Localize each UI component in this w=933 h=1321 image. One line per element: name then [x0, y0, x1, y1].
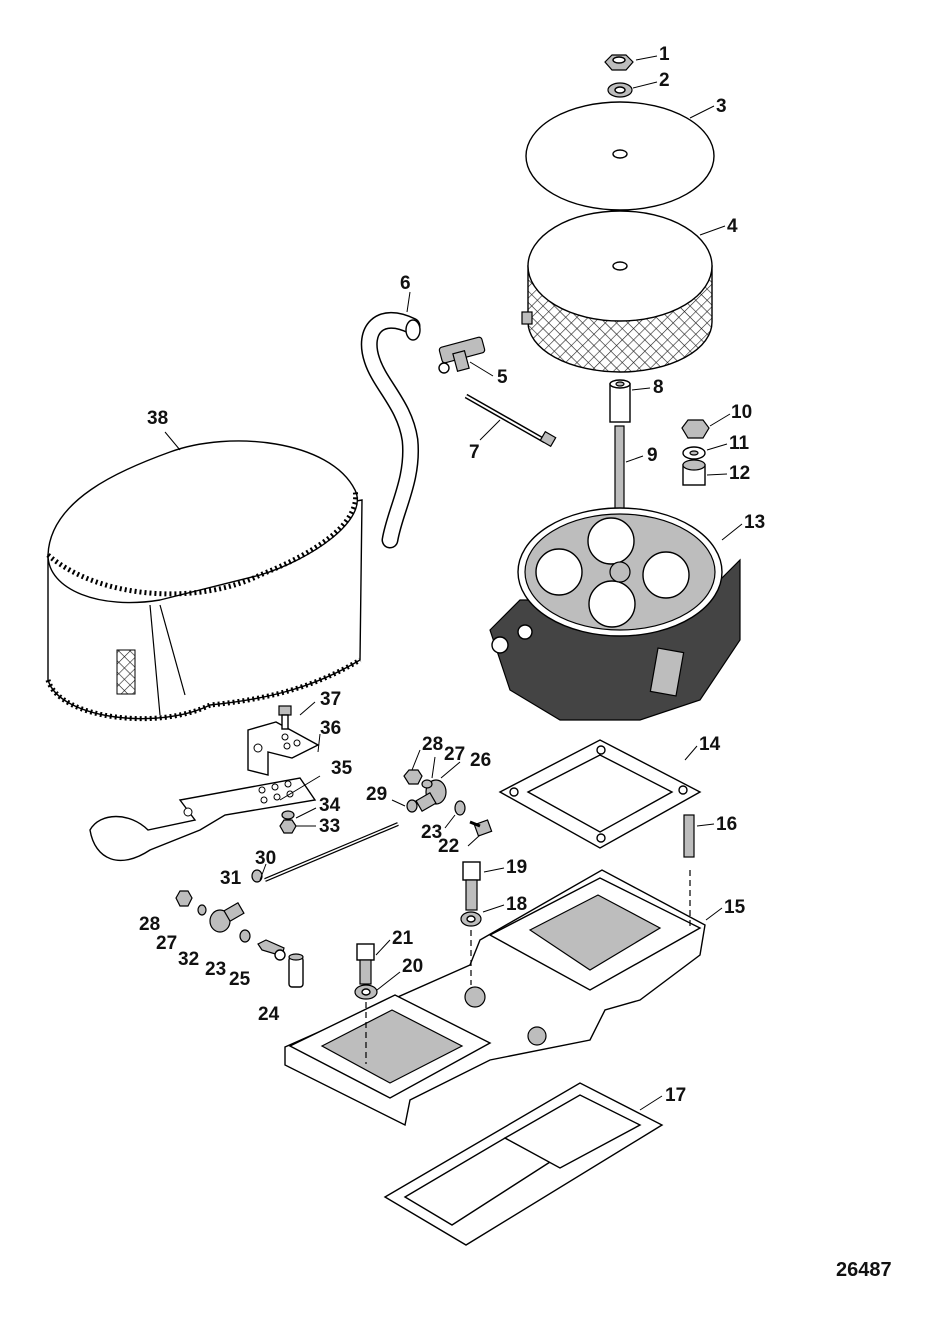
part-air-cleaner-element-4	[521, 210, 713, 373]
callout-33: 33	[319, 816, 340, 837]
part-carburetor-13	[489, 507, 741, 721]
part-nut-28	[175, 769, 423, 907]
part-rod-end-32	[209, 901, 245, 933]
callout-25: 25	[229, 969, 251, 990]
part-nut-29	[406, 799, 418, 813]
part-nut-31	[251, 869, 263, 883]
callout-6: 6	[400, 273, 411, 294]
part-sleeve-24	[288, 953, 304, 988]
callout-1: 1	[659, 44, 670, 65]
callout-20: 20	[402, 956, 423, 977]
part-adapter-15	[284, 869, 706, 1127]
callout-labels: 1 2 3 4 5 6 7 8 9 10 11 12 13 14 15 16 1…	[139, 44, 892, 1281]
part-flame-arrestor-cover-38	[45, 440, 363, 722]
part-nut-1	[604, 54, 634, 71]
part-tee-fitting-5	[438, 336, 486, 374]
callout-10: 10	[731, 402, 752, 423]
part-washer-2	[607, 82, 633, 98]
part-nut-10	[681, 419, 710, 439]
part-bracket-36	[247, 721, 320, 776]
callout-28-b: 28	[139, 914, 160, 935]
callout-8: 8	[653, 377, 664, 398]
part-hose-6	[360, 312, 421, 549]
callout-31: 31	[220, 868, 242, 889]
callout-28-a: 28	[422, 734, 443, 755]
part-air-cleaner-cover-3	[525, 101, 715, 211]
part-washer-23	[239, 800, 466, 943]
callout-30: 30	[255, 848, 276, 869]
callout-9: 9	[647, 445, 658, 466]
callout-7: 7	[469, 442, 480, 463]
part-screw-22	[469, 819, 493, 837]
callout-26: 26	[470, 750, 491, 771]
part-spacer-8	[609, 379, 631, 423]
callout-17: 17	[665, 1085, 686, 1106]
part-ball-stud-25	[257, 939, 286, 961]
callout-16: 16	[716, 814, 737, 835]
figure-number: 26487	[836, 1259, 892, 1281]
leader-lines	[164, 55, 743, 1111]
callout-3: 3	[716, 96, 727, 117]
callout-36: 36	[320, 718, 341, 739]
callout-2: 2	[659, 70, 670, 91]
part-spacer-12	[682, 459, 706, 486]
part-cable-tie-7	[464, 393, 557, 448]
callout-11: 11	[729, 433, 750, 454]
part-gasket-14	[498, 739, 702, 849]
part-washer-11	[682, 446, 706, 460]
part-bracket-35	[89, 777, 317, 861]
callout-37: 37	[320, 689, 341, 710]
callout-38: 38	[147, 408, 168, 429]
callout-27-a: 27	[444, 744, 465, 765]
callout-19: 19	[506, 857, 527, 878]
callout-18: 18	[506, 894, 527, 915]
part-washer-27	[197, 779, 433, 916]
callout-24: 24	[258, 1004, 280, 1025]
callout-12: 12	[729, 463, 750, 484]
callout-34: 34	[319, 795, 341, 816]
callout-22: 22	[438, 836, 459, 857]
part-rod-30	[264, 822, 399, 882]
part-washer-18	[460, 911, 482, 985]
callout-14: 14	[699, 734, 721, 755]
part-stud-16	[683, 814, 695, 858]
part-nut-33	[279, 819, 297, 834]
callout-35: 35	[331, 758, 353, 779]
callout-4: 4	[727, 216, 738, 237]
part-gasket-17	[383, 1082, 664, 1246]
callout-15: 15	[724, 897, 746, 918]
part-bolt-19	[462, 861, 481, 911]
callout-21: 21	[392, 928, 414, 949]
callout-27-b: 27	[156, 933, 177, 954]
callout-23-a: 23	[421, 822, 442, 843]
part-screw-37	[278, 705, 292, 730]
part-bolt-21	[356, 943, 375, 985]
callout-29: 29	[366, 784, 387, 805]
part-washer-20	[354, 984, 378, 1064]
callout-23-b: 23	[205, 959, 226, 980]
part-washer-34	[281, 810, 295, 820]
callout-5: 5	[497, 367, 508, 388]
callout-13: 13	[744, 512, 765, 533]
callout-32: 32	[178, 949, 199, 970]
